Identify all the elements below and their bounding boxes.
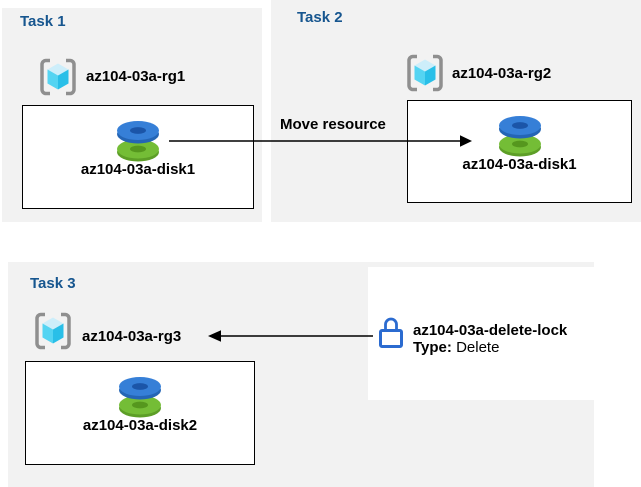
task1-disk-label: az104-03a-disk1 (80, 161, 196, 178)
lock-icon-glyph (379, 317, 403, 348)
task1-resource-box: az104-03a-disk1 (22, 105, 254, 209)
task3-title: Task 3 (30, 275, 76, 292)
task2-panel: Task 2 az104-03a-rg2 az104-03a-disk1 (271, 0, 641, 222)
managed-disk-icon (119, 377, 161, 418)
delete-lock-name: az104-03a-delete-lock (413, 322, 568, 339)
managed-disk-icon (117, 121, 159, 162)
task3-resource-box: az104-03a-disk2 (25, 361, 255, 465)
task1-resource-group-label: az104-03a-rg1 (86, 68, 186, 85)
delete-lock-type-label: Type: (413, 339, 452, 356)
task2-disk-label: az104-03a-disk1 (462, 156, 577, 173)
task1-panel: Task 1 az104-03a-rg1 az104-03a-disk1 (2, 8, 262, 222)
delete-lock-type-value: Delete (451, 339, 500, 356)
delete-lock-type: Type: Delete (413, 339, 499, 356)
task3-disk-label: az104-03a-disk2 (82, 417, 198, 434)
task2-resource-group-label: az104-03a-rg2 (452, 65, 552, 82)
task1-title: Task 1 (20, 13, 66, 30)
lock-icon (377, 313, 405, 352)
task2-resource-box: az104-03a-disk1 (407, 100, 632, 203)
managed-disk-icon (498, 116, 541, 157)
resource-group-icon (35, 312, 71, 350)
resource-group-icon (40, 58, 76, 96)
task3-resource-group-label: az104-03a-rg3 (82, 328, 182, 345)
task2-title: Task 2 (297, 9, 343, 26)
delete-lock-callout: az104-03a-delete-lock Type: Delete (368, 267, 638, 400)
move-resource-label: Move resource (280, 116, 386, 133)
resource-group-icon (407, 54, 443, 92)
